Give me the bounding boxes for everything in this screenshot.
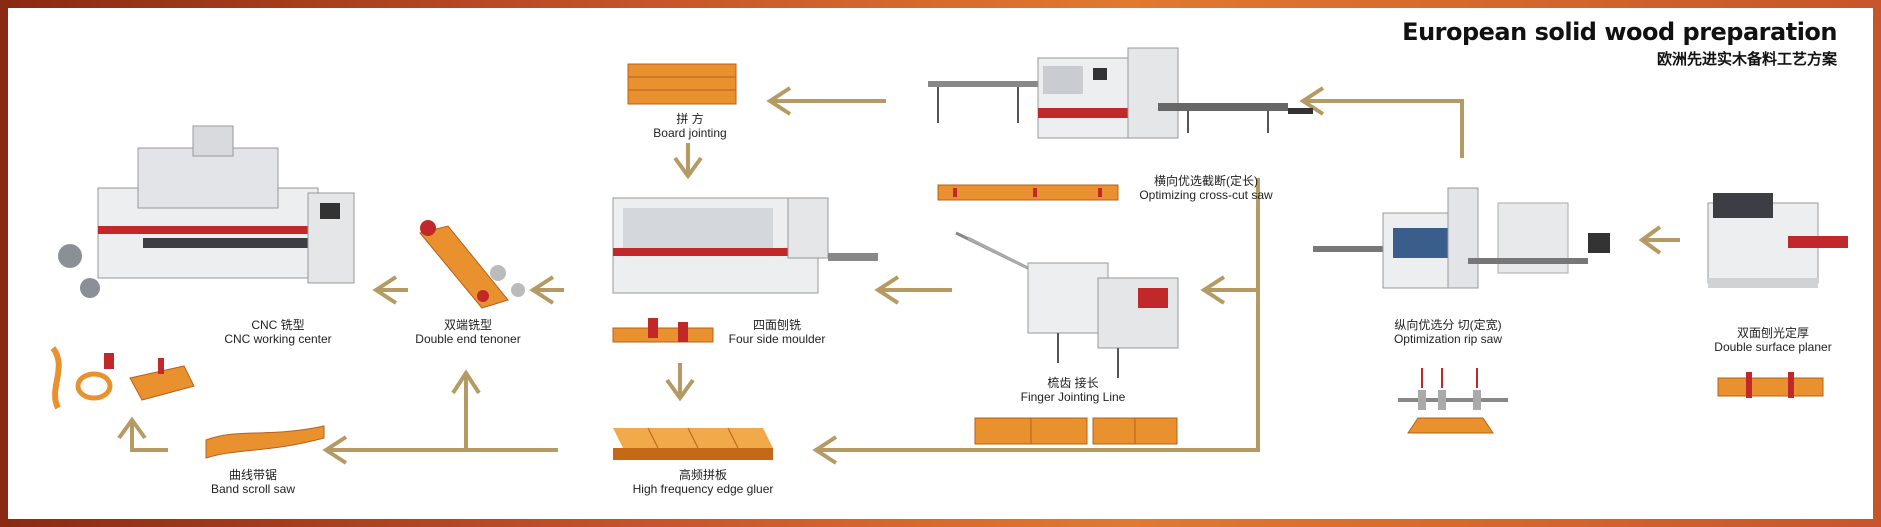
label-gluer-en: High frequency edge gluer (632, 482, 774, 496)
label-moulder-en: Four side moulder (728, 332, 826, 346)
moulder-machine (612, 197, 878, 294)
label-finger-en: Finger Jointing Line (1020, 390, 1126, 404)
arrow-crosscut-to-jointing (766, 86, 886, 116)
label-cnc-zh: CNC 铣型 (251, 318, 305, 332)
crosscut-board-illustration (937, 184, 1119, 201)
label-board-jointing-zh: 拼 方 (676, 112, 704, 126)
label-crosscut: 横向优选截断(定长) Optimizing cross-cut saw (1126, 174, 1286, 202)
label-bandsaw-zh: 曲线带锯 (228, 468, 277, 482)
arrow-bandsaw-to-parts (117, 416, 168, 452)
label-planer-zh: 双面刨光定厚 (1736, 326, 1809, 340)
label-ripsaw-en: Optimization rip saw (1393, 332, 1503, 346)
label-board-jointing: 拼 方 Board jointing (640, 112, 740, 140)
label-cnc: CNC 铣型 CNC working center (198, 318, 358, 346)
arrow-planer-to-ripsaw (1638, 225, 1680, 255)
label-planer-en: Double surface planer (1714, 340, 1832, 354)
arrow-crosscut-to-finger-gluer (812, 178, 1260, 465)
label-cnc-en: CNC working center (224, 332, 332, 346)
label-finger: 梳齿 接长 Finger Jointing Line (998, 376, 1148, 404)
ripsaw-blade-illustration (1398, 368, 1508, 434)
label-bandsaw-en: Band scroll saw (210, 482, 296, 496)
label-tenoner-en: Double end tenoner (415, 332, 521, 346)
title-zh: 欧洲先进实木备料工艺方案 (1656, 50, 1837, 68)
planer-board-illustration (1717, 372, 1824, 398)
jointing-block-illustration (627, 63, 737, 105)
label-tenoner: 双端铣型 Double end tenoner (398, 318, 538, 346)
arrow-finger-to-moulder (874, 275, 952, 305)
process-diagram (50, 47, 1848, 465)
label-tenoner-zh: 双端铣型 (443, 318, 492, 332)
moulder-boards-illustration (612, 318, 714, 343)
arrow-jointing-to-moulder (673, 143, 703, 180)
label-gluer: 高频拼板 High frequency edge gluer (618, 468, 788, 496)
label-crosscut-zh: 横向优选截断(定长) (1154, 174, 1258, 188)
arrow-gluer-to-bandsaw (322, 369, 558, 465)
finger-jointing-machine (955, 231, 1179, 378)
cnc-parts-illustration (50, 346, 195, 410)
diagram-panel: European solid wood preparation 欧洲先进实木备料… (8, 8, 1873, 519)
diagram-title: European solid wood preparation 欧洲先进实木备料… (1402, 18, 1837, 69)
label-moulder: 四面刨铣 Four side moulder (712, 318, 842, 346)
finger-boards-illustration (974, 417, 1178, 445)
label-board-jointing-en: Board jointing (653, 126, 727, 140)
gluer-panel-illustration (613, 427, 773, 460)
label-crosscut-en: Optimizing cross-cut saw (1139, 188, 1273, 202)
label-moulder-zh: 四面刨铣 (752, 318, 801, 332)
label-planer: 双面刨光定厚 Double surface planer (1698, 326, 1848, 354)
label-ripsaw-zh: 纵向优选分 切(定宽) (1394, 318, 1502, 332)
label-gluer-zh: 高频拼板 (678, 468, 727, 482)
bandsaw-board-illustration (205, 425, 325, 459)
arrow-moulder-to-tenoner (529, 275, 564, 305)
ripsaw-machine (1313, 187, 1610, 289)
label-ripsaw: 纵向优选分 切(定宽) Optimization rip saw (1373, 318, 1523, 346)
label-bandsaw: 曲线带锯 Band scroll saw (198, 468, 308, 496)
flow-arrows (117, 86, 1680, 465)
cnc-machine (58, 125, 355, 298)
arrow-moulder-to-gluer (665, 363, 695, 402)
arrow-tenoner-to-cnc (372, 275, 408, 305)
crosscut-saw-machine (928, 47, 1313, 139)
arrow-ripsaw-to-crosscut (1299, 86, 1464, 158)
label-finger-zh: 梳齿 接长 (1047, 376, 1099, 390)
planer-machine (1707, 193, 1848, 288)
tenoner-board-illustration (419, 220, 525, 309)
title-en: European solid wood preparation (1402, 18, 1837, 46)
